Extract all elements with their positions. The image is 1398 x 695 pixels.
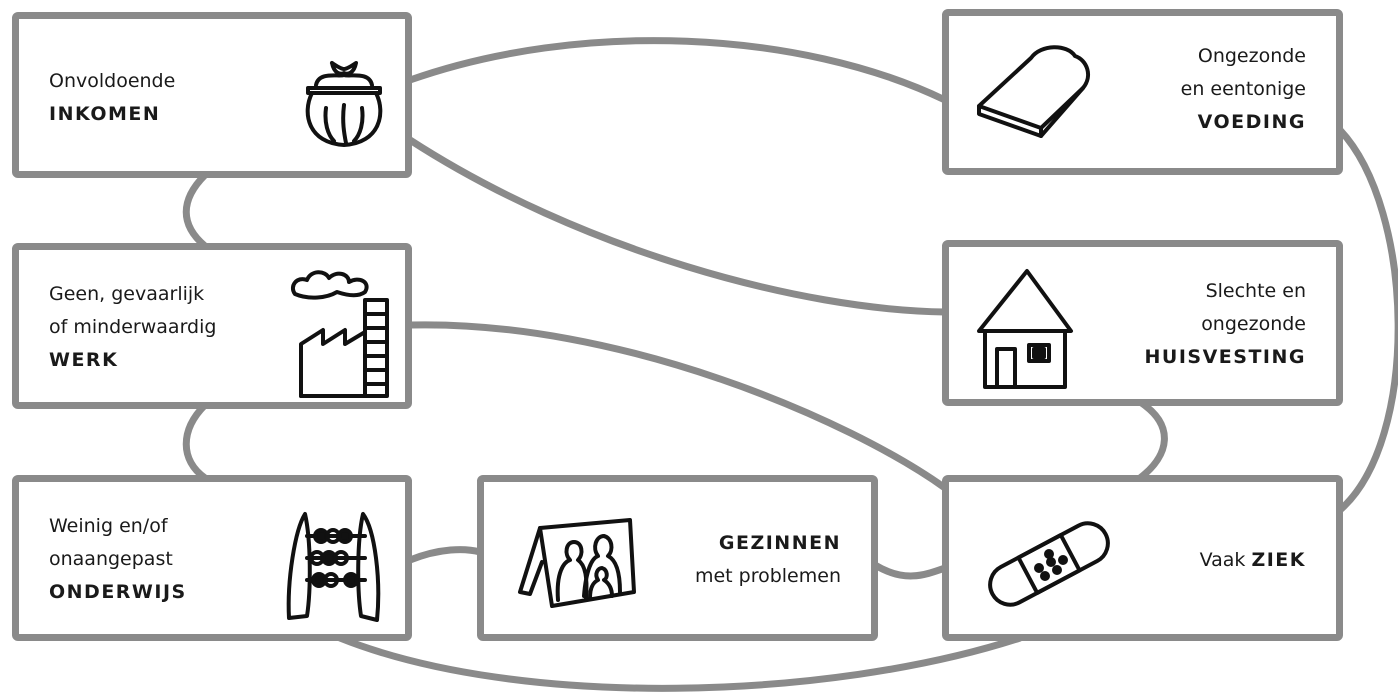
label-ziek-prefix: Vaak — [1199, 549, 1246, 571]
label-inkomen-bold: INKOMEN — [49, 103, 161, 125]
family-photo-icon — [518, 518, 636, 608]
label-onderwijs-line: onaangepast — [49, 548, 173, 570]
box-onderwijs: Weinig en/of onaangepast ONDERWIJS — [12, 475, 412, 641]
label-onderwijs: Weinig en/of onaangepast ONDERWIJS — [49, 510, 187, 609]
link-inkomen-werk — [182, 171, 209, 250]
label-inkomen: Onvoldoende INKOMEN — [49, 65, 175, 131]
label-voeding-line: Ongezonde — [1197, 45, 1306, 67]
link-onderwijs-gezinnen — [406, 546, 484, 564]
label-inkomen-line: Onvoldoende — [49, 70, 176, 92]
link-inkomen-huisvesting — [406, 136, 949, 316]
link-gezinnen-ziek — [871, 561, 949, 580]
bandage-icon — [988, 521, 1110, 607]
abacus-icon — [286, 512, 381, 622]
link-werk-onderwijs — [182, 401, 209, 482]
label-werk-line: of minderwaardig — [49, 316, 217, 338]
label-ziek: Vaak ZIEK — [1200, 544, 1306, 577]
label-werk-line: Geen, gevaarlijk — [49, 283, 205, 305]
link-werk-ziek — [406, 321, 949, 492]
label-onderwijs-line: Weinig en/of — [49, 515, 168, 537]
link-onderwijs-ziek — [336, 634, 1024, 692]
label-gezinnen: GEZINNEN met problemen — [695, 527, 841, 593]
box-inkomen: Onvoldoende INKOMEN — [12, 12, 412, 178]
label-onderwijs-bold: ONDERWIJS — [49, 581, 187, 603]
label-gezinnen-bold: GEZINNEN — [718, 532, 841, 554]
link-huisvesting-ziek — [1136, 398, 1168, 482]
label-huisvesting-bold: HUISVESTING — [1144, 346, 1306, 368]
purse-icon — [305, 61, 383, 147]
factory-icon — [290, 270, 389, 398]
label-gezinnen-line: met problemen — [694, 565, 841, 587]
label-huisvesting-line: Slechte en — [1205, 280, 1306, 302]
label-voeding-bold: VOEDING — [1197, 111, 1306, 133]
label-huisvesting: Slechte en ongezonde HUISVESTING — [1145, 275, 1306, 374]
label-werk: Geen, gevaarlijk of minderwaardig WERK — [49, 278, 216, 377]
bread-icon — [977, 45, 1091, 138]
box-werk: Geen, gevaarlijk of minderwaardig WERK — [12, 243, 412, 409]
label-ziek-bold: ZIEK — [1251, 549, 1306, 571]
box-huisvesting: Slechte en ongezonde HUISVESTING — [942, 240, 1343, 406]
label-huisvesting-line: ongezonde — [1201, 313, 1306, 335]
label-werk-bold: WERK — [49, 349, 119, 371]
house-icon — [977, 269, 1073, 389]
box-ziek: Vaak ZIEK — [942, 475, 1343, 641]
box-gezinnen: GEZINNEN met problemen — [477, 475, 878, 641]
box-voeding: Ongezonde en eentonige VOEDING — [942, 9, 1343, 175]
link-voeding-ziek — [1336, 126, 1398, 514]
label-voeding-line: en eentonige — [1180, 78, 1306, 100]
link-inkomen-voeding — [406, 37, 949, 104]
label-voeding: Ongezonde en eentonige VOEDING — [1181, 40, 1306, 139]
